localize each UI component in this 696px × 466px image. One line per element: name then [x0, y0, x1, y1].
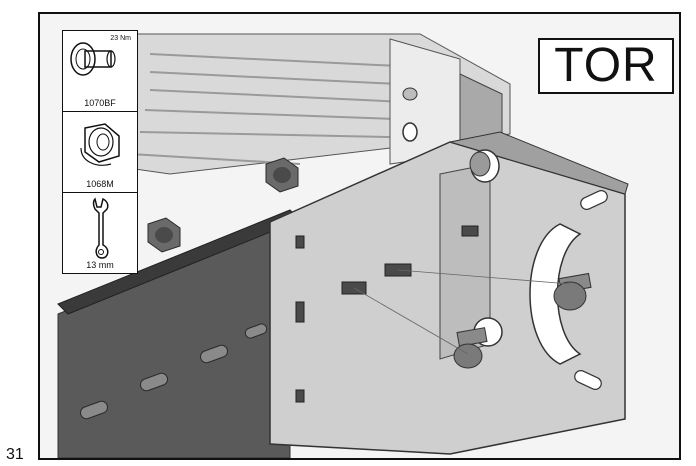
part-code: 1070BF — [84, 98, 116, 108]
beam-slots — [79, 323, 268, 420]
rail-end-hole-top — [402, 87, 418, 101]
illustration-frame: 23 Nm 1070BF 1068M 13 mm TOR — [38, 12, 681, 460]
side-label-badge: TOR — [538, 38, 674, 94]
torque-value: 23 Nm — [110, 35, 131, 42]
bolt-cutout — [553, 272, 592, 311]
bracket-flange — [449, 131, 629, 195]
bolt-upper — [469, 149, 500, 183]
flange-bolt-icon — [70, 42, 116, 76]
assembly-illustration — [57, 33, 629, 458]
assembly-guide-lines — [353, 269, 571, 355]
part-cell-bolt: 23 Nm 1070BF — [63, 31, 137, 112]
rail-end-hole — [402, 122, 418, 142]
flange-nut-icon — [80, 123, 120, 166]
part-code: 13 mm — [86, 260, 114, 270]
loose-nut-b — [265, 157, 299, 193]
part-cell-nut: 1068M — [63, 112, 137, 193]
page-number: 31 — [6, 446, 24, 463]
ear-slot-top — [580, 190, 608, 210]
part-cell-wrench: 13 mm — [63, 193, 137, 273]
ear-slot-bottom — [574, 370, 602, 390]
parts-legend-panel: 23 Nm 1070BF 1068M 13 mm — [62, 30, 138, 274]
loose-nut-a — [147, 217, 181, 253]
part-code: 1068M — [86, 179, 114, 189]
wrench-icon — [92, 197, 109, 259]
